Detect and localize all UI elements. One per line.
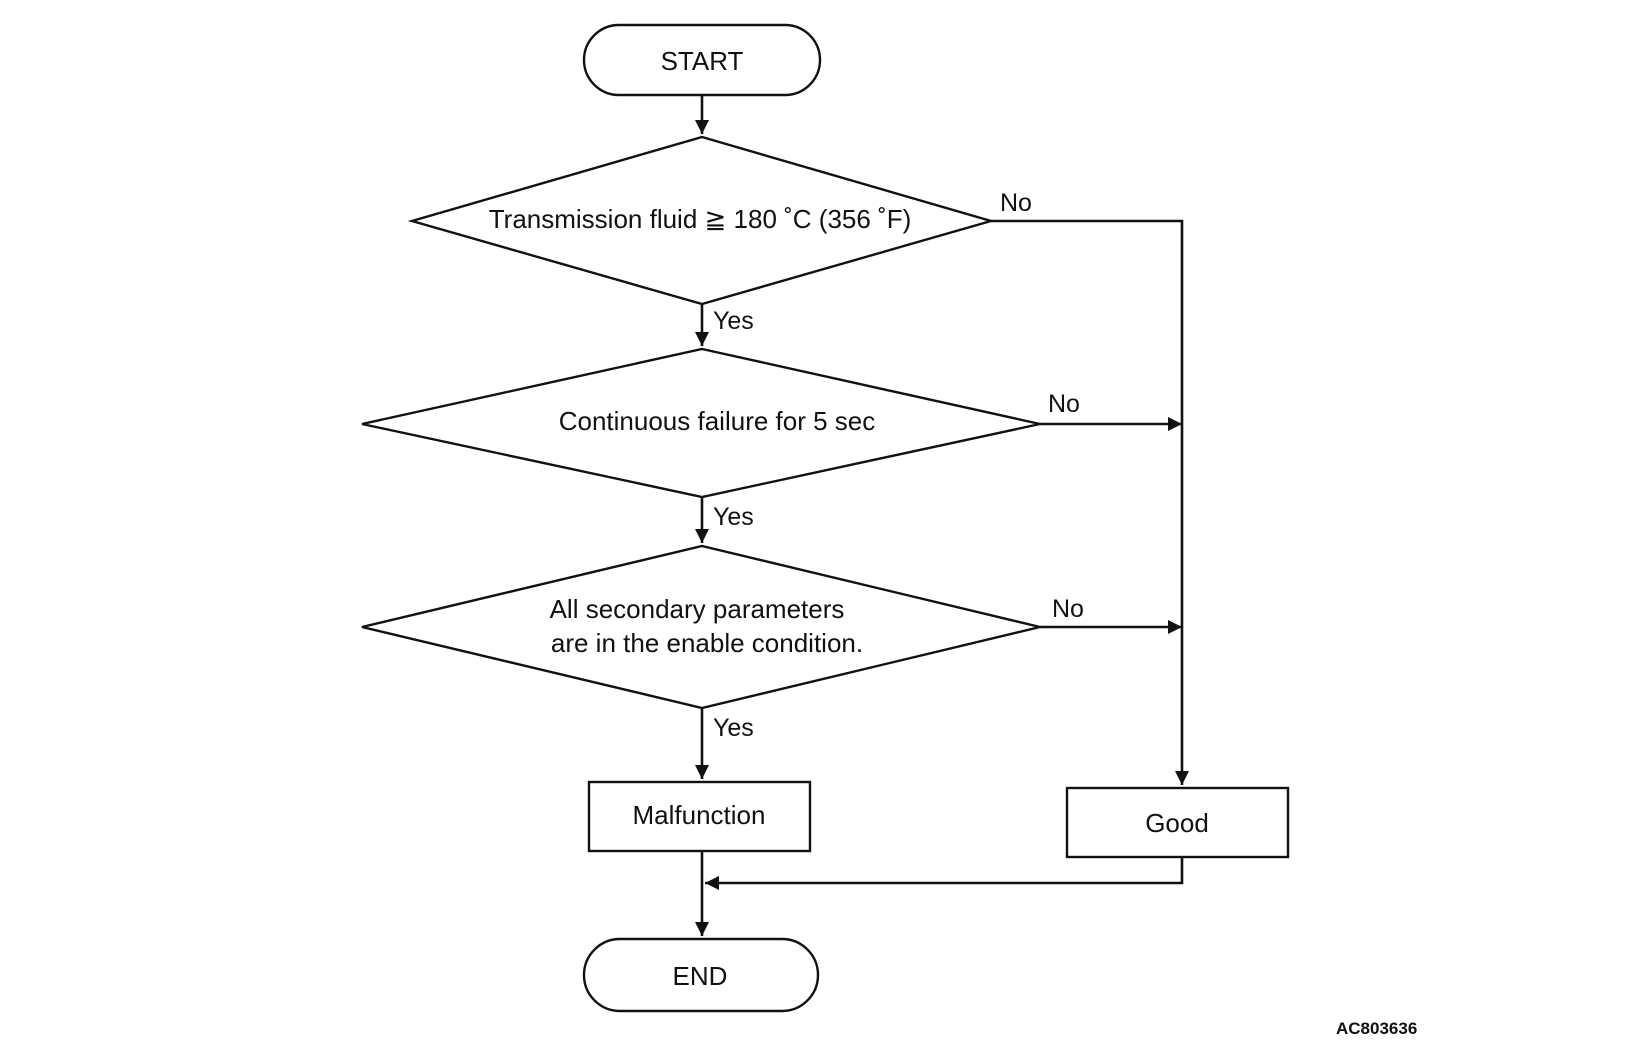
decision-1-label: Transmission fluid ≧ 180 ˚C (356 ˚F) [489,204,912,234]
no-label-3: No [1052,595,1084,623]
decision-secondary-parameters: All secondary parameters are in the enab… [361,544,1041,710]
decision-2-label: Continuous failure for 5 sec [559,406,876,436]
start-label: START [661,46,744,76]
end-label: END [673,961,728,991]
start-node: START [582,23,822,97]
decision-3-label-line1: All secondary parameters [550,594,845,624]
yes-label-2: Yes [713,503,754,531]
figure-id: AC803636 [1336,1019,1417,1038]
decision-3-label-line2: are in the enable condition. [551,628,863,658]
good-label: Good [1145,808,1209,838]
yes-label-1: Yes [713,307,754,335]
decision-transmission-fluid: Transmission fluid ≧ 180 ˚C (356 ˚F) [407,135,996,306]
good-box: Good [1065,786,1290,859]
yes-label-3: Yes [713,714,754,742]
no-label-1: No [1000,189,1032,217]
no-label-2: No [1048,390,1080,418]
connector-no-trunk [991,219,1189,785]
malfunction-box: Malfunction [587,780,812,853]
connector-good-join [705,857,1184,890]
end-node: END [582,937,820,1013]
decision-continuous-failure: Continuous failure for 5 sec [361,347,1041,499]
malfunction-label: Malfunction [633,800,766,830]
